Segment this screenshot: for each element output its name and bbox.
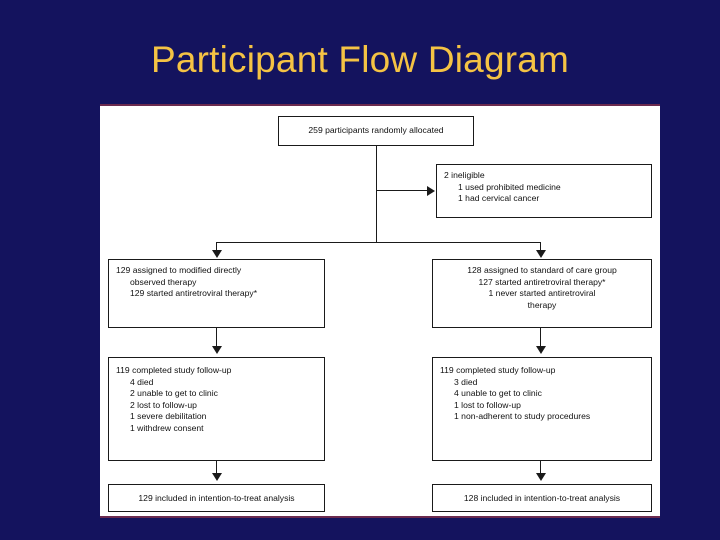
figure-panel: 259 participants randomly allocated 2 in… xyxy=(100,104,660,518)
node-enrollment[interactable]: 259 participants randomly allocated xyxy=(278,116,474,146)
connector-right-alloc-to-followup xyxy=(540,328,541,348)
allocation-detail: 129 started antiretroviral therapy* xyxy=(130,288,258,299)
followup-heading: 119 completed study follow-up xyxy=(116,365,232,375)
connector-to-excluded xyxy=(376,190,427,191)
arrow-to-left-followup-icon xyxy=(212,346,222,354)
connector-right-drop xyxy=(540,242,541,253)
followup-loss: 3 died xyxy=(454,376,478,387)
connector-split-bar xyxy=(216,242,541,243)
followup-heading: 119 completed study follow-up xyxy=(440,365,556,375)
node-excluded[interactable]: 2 ineligible 1 used prohibited medicine … xyxy=(436,164,652,218)
connector-left-drop xyxy=(216,242,217,253)
node-allocation-left[interactable]: 129 assigned to modified directly observ… xyxy=(108,259,325,328)
allocation-detail: 127 started antiretroviral therapy* xyxy=(478,276,606,287)
arrow-to-right-allocation-icon xyxy=(536,250,546,258)
followup-loss: 2 unable to get to clinic xyxy=(130,388,218,399)
connector-left-alloc-to-followup xyxy=(216,328,217,348)
followup-loss: 1 lost to follow-up xyxy=(454,399,521,410)
allocation-heading: 129 assigned to modified directly xyxy=(116,265,242,275)
arrow-to-left-allocation-icon xyxy=(212,250,222,258)
excluded-heading: 2 ineligible xyxy=(444,170,485,180)
node-analysis-right[interactable]: 128 included in intention-to-treat analy… xyxy=(432,484,652,512)
page-title: Participant Flow Diagram xyxy=(150,39,570,80)
followup-loss: 2 lost to follow-up xyxy=(130,399,197,410)
arrow-to-right-analysis-icon xyxy=(536,473,546,481)
arrow-to-left-analysis-icon xyxy=(212,473,222,481)
allocation-detail-2: 1 never started antiretroviral xyxy=(488,288,596,299)
node-allocation-right[interactable]: 128 assigned to standard of care group 1… xyxy=(432,259,652,328)
node-followup-right[interactable]: 119 completed study follow-up 3 died 4 u… xyxy=(432,357,652,461)
followup-loss: 4 unable to get to clinic xyxy=(454,388,542,399)
connector-left-followup-to-analysis xyxy=(216,461,217,476)
followup-loss: 1 severe debilitation xyxy=(130,411,207,422)
arrow-to-excluded-icon xyxy=(427,186,435,196)
excluded-reason: 1 used prohibited medicine xyxy=(458,181,561,192)
connector-enrollment-stem xyxy=(376,146,377,242)
node-followup-left[interactable]: 119 completed study follow-up 4 died 2 u… xyxy=(108,357,325,461)
analysis-text: 129 included in intention-to-treat analy… xyxy=(138,493,295,503)
arrow-to-right-followup-icon xyxy=(536,346,546,354)
node-analysis-left[interactable]: 129 included in intention-to-treat analy… xyxy=(108,484,325,512)
followup-loss: 1 non-adherent to study procedures xyxy=(454,411,591,422)
analysis-text: 128 included in intention-to-treat analy… xyxy=(463,493,621,503)
allocation-heading: 128 assigned to standard of care group xyxy=(467,265,617,275)
allocation-heading-cont: observed therapy xyxy=(130,276,197,287)
followup-loss: 4 died xyxy=(130,376,154,387)
enrollment-total: 259 participants randomly allocated xyxy=(308,125,444,135)
excluded-reason: 1 had cervical cancer xyxy=(458,193,540,204)
allocation-detail-2-cont: therapy xyxy=(527,299,557,310)
followup-loss: 1 withdrew consent xyxy=(130,422,204,433)
connector-right-followup-to-analysis xyxy=(540,461,541,476)
